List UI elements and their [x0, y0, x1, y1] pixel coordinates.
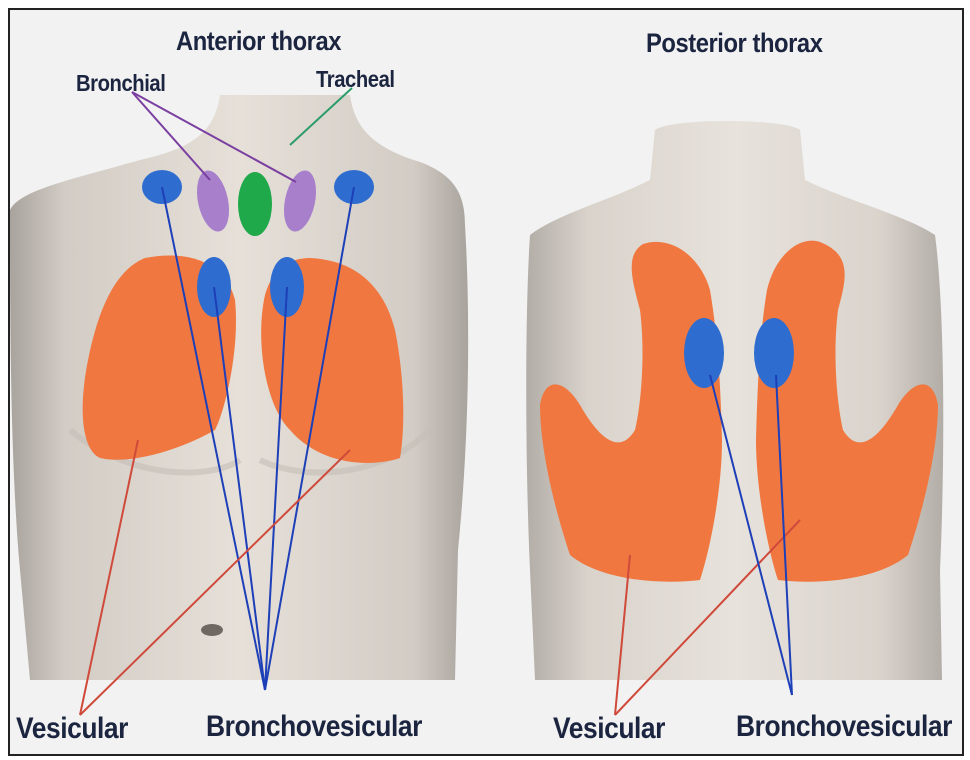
- posterior-torso: [526, 121, 943, 680]
- figure-frame: Anterior thorax Posterior thorax Bronchi…: [8, 8, 964, 756]
- anterior-tracheal-spot: [238, 172, 272, 236]
- anterior-thorax-title: Anterior thorax: [176, 26, 341, 57]
- label-posterior-bronchovesicular: Bronchovesicular: [736, 710, 952, 744]
- label-anterior-bronchovesicular: Bronchovesicular: [206, 710, 422, 744]
- navel: [201, 624, 223, 636]
- label-anterior-vesicular: Vesicular: [16, 712, 128, 746]
- label-posterior-vesicular: Vesicular: [553, 712, 665, 746]
- breath-sounds-diagram: [10, 10, 962, 754]
- posterior-bronchovesicular-spot-left: [684, 318, 724, 388]
- label-bronchial: Bronchial: [76, 70, 165, 97]
- posterior-bronchovesicular-spot-right: [754, 318, 794, 388]
- label-tracheal: Tracheal: [316, 66, 395, 93]
- posterior-thorax-title: Posterior thorax: [646, 28, 822, 59]
